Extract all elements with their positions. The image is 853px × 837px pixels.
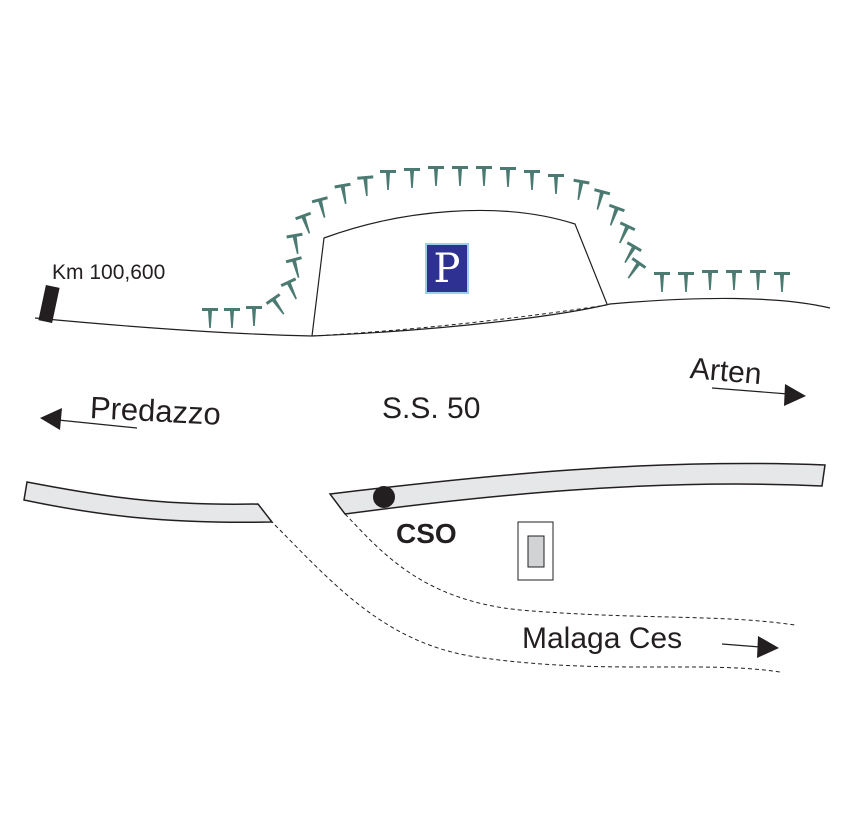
tree-icon (476, 166, 492, 186)
tree-icon (285, 256, 302, 278)
parking-entrance-dashed (311, 304, 608, 337)
road-north-edge (34, 297, 831, 337)
km-marker-label: Km 100,600 (52, 261, 166, 284)
tree-icon (608, 203, 625, 226)
tree-icon (246, 306, 262, 326)
arrow-right-icon (711, 384, 806, 406)
tree-icon (452, 166, 468, 186)
tree-icon (280, 277, 297, 300)
tree-icon (428, 166, 444, 186)
tree-icon (357, 175, 374, 197)
tree-symbols (202, 166, 790, 328)
parking-sign: P (425, 243, 469, 294)
tree-icon (627, 257, 647, 279)
building-core (527, 535, 545, 568)
tree-icon (594, 188, 611, 210)
parking-area-outline (311, 209, 608, 337)
tree-icon (224, 308, 240, 328)
tree-icon (295, 211, 312, 234)
tree-icon (678, 272, 694, 292)
tree-icon (500, 167, 516, 187)
sidewalk-west (23, 481, 274, 524)
arten-label: Arten (688, 352, 763, 392)
arrow-left-icon (40, 408, 138, 430)
tree-icon (702, 270, 718, 290)
cso-station-dot (373, 486, 395, 508)
tree-icon (774, 272, 790, 292)
tree-icon (726, 270, 742, 290)
tree-icon (380, 170, 396, 190)
tree-icon (573, 178, 590, 200)
tree-icon (524, 170, 540, 190)
tree-icon (286, 232, 303, 254)
tree-icon (334, 182, 351, 204)
malaga-label: Malaga Ces (522, 622, 683, 655)
tree-icon (404, 168, 420, 188)
road-label: S.S. 50 (382, 392, 481, 425)
predazzo-label: Predazzo (89, 390, 222, 432)
tree-icon (265, 293, 285, 315)
km-marker-post (38, 284, 60, 324)
tree-icon (311, 196, 328, 218)
arrow-right-icon (721, 636, 779, 658)
malaga-road-east-edge (344, 513, 796, 626)
tree-icon (619, 221, 636, 244)
tree-icon (624, 241, 642, 264)
tree-icon (654, 272, 670, 292)
malaga-road-west-edge (269, 519, 781, 673)
cso-label: CSO (396, 518, 457, 549)
tree-icon (202, 308, 218, 328)
sidewalk-east (328, 462, 826, 515)
tree-icon (750, 270, 766, 290)
tree-icon (548, 174, 564, 194)
